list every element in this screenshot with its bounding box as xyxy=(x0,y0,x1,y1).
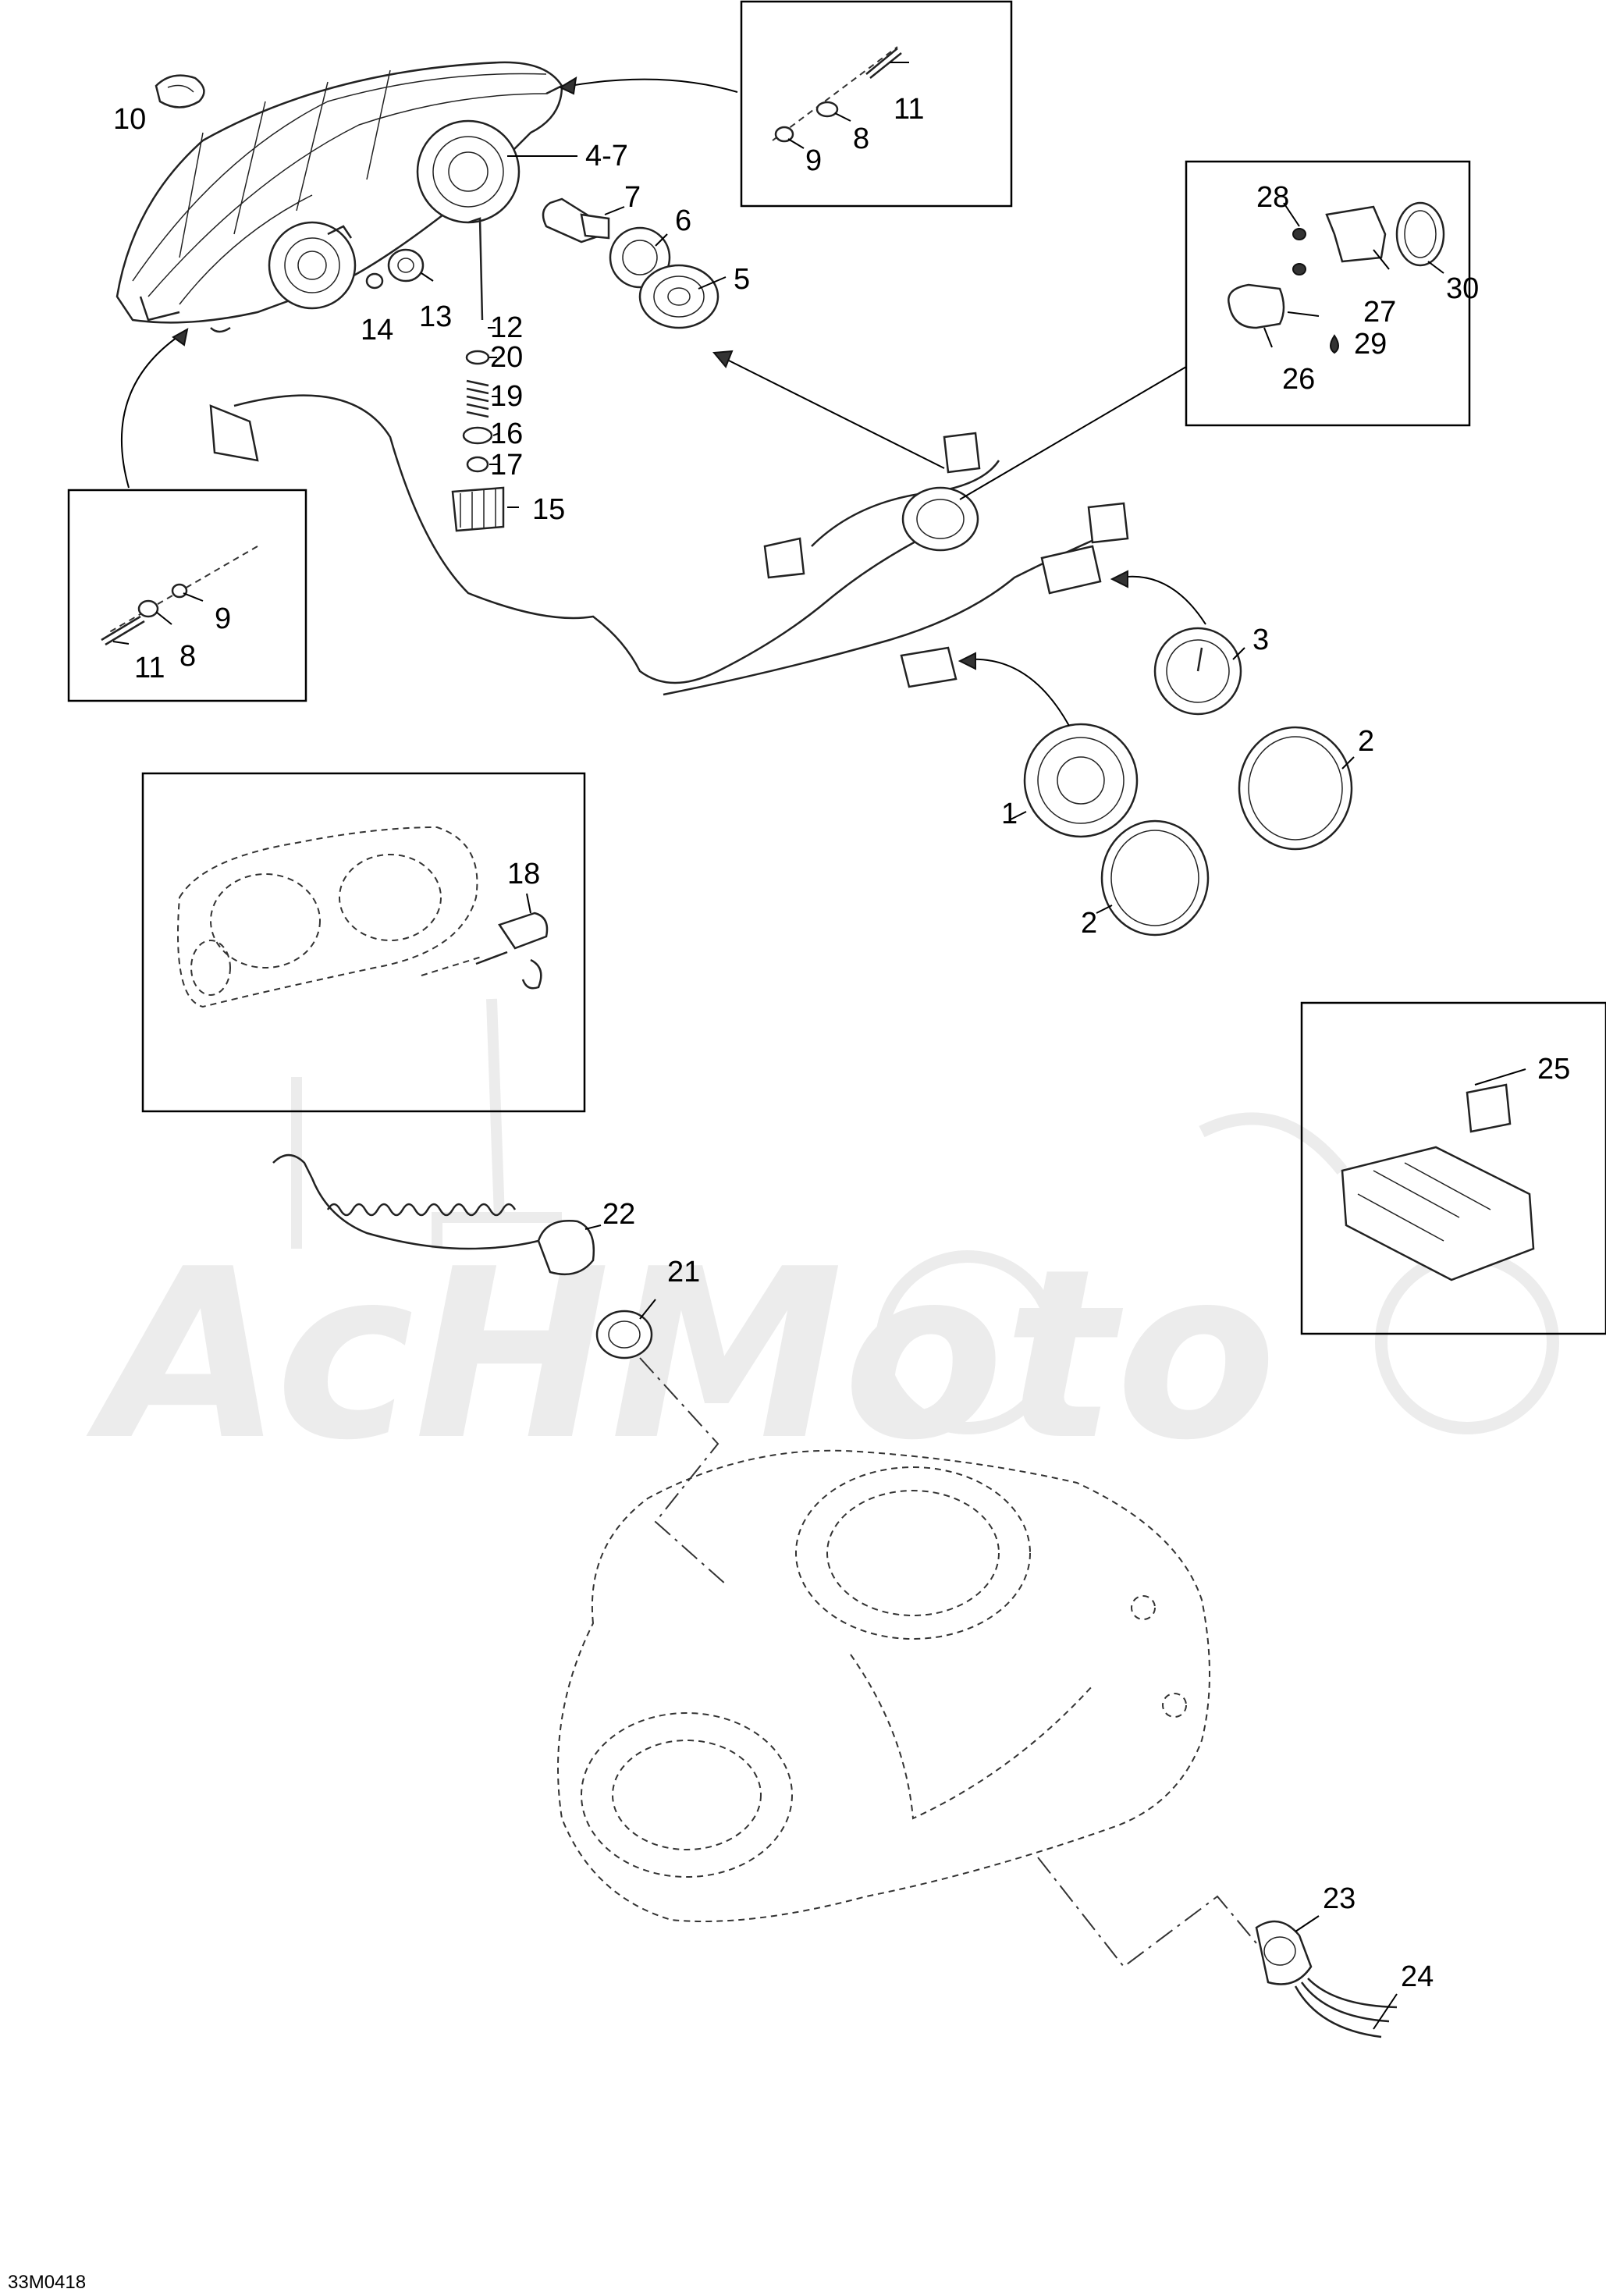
callout-11-top: 11 xyxy=(894,93,924,126)
part-21-ring xyxy=(595,1310,653,1359)
leader-lines xyxy=(112,62,1526,2030)
box-fasteners-left xyxy=(67,489,307,702)
callout-9-left: 9 xyxy=(215,602,231,635)
callout-7: 7 xyxy=(624,181,641,214)
part-1-gauge xyxy=(1023,723,1139,838)
part-28-nut xyxy=(1292,228,1306,240)
watermark: AcHMoto xyxy=(83,998,1559,1491)
callout-30: 30 xyxy=(1446,272,1479,305)
callout-13: 13 xyxy=(419,300,452,333)
callout-6: 6 xyxy=(675,204,691,237)
part-15-knob xyxy=(451,486,505,532)
callout-25: 25 xyxy=(1537,1053,1570,1086)
callout-3: 3 xyxy=(1252,624,1269,656)
headlight-assembly xyxy=(115,61,563,333)
part-30-ring xyxy=(1395,201,1445,267)
part-25-relay xyxy=(1466,1083,1512,1133)
part-18-switch xyxy=(498,912,549,950)
part-10-clip xyxy=(155,74,205,108)
callout-28: 28 xyxy=(1256,181,1289,214)
callout-23: 23 xyxy=(1323,1882,1356,1915)
callout-21: 21 xyxy=(667,1256,700,1288)
part-20-washer xyxy=(465,350,490,365)
callout-10: 10 xyxy=(113,103,146,136)
part-2-bezel-lower xyxy=(1100,819,1210,937)
part-13-grommet xyxy=(387,248,425,283)
callout-27: 27 xyxy=(1363,296,1396,329)
dash-panel-outline xyxy=(557,1357,1257,1968)
callout-18: 18 xyxy=(507,858,540,890)
callout-19: 19 xyxy=(490,380,523,413)
callout-2-upper: 2 xyxy=(1358,725,1374,758)
part-7-bulb xyxy=(542,197,610,243)
box-fasteners-top xyxy=(740,0,1013,208)
part-24-wires xyxy=(1294,1978,1398,2038)
part-2-bezel xyxy=(1238,726,1353,851)
callout-22: 22 xyxy=(602,1198,635,1231)
callout-12: 12 xyxy=(490,311,523,344)
callout-2-lower: 2 xyxy=(1081,907,1097,940)
part-26-sensor xyxy=(1228,283,1285,329)
wiring-harness xyxy=(209,350,1187,696)
part-22-cap xyxy=(537,1220,595,1276)
gauges xyxy=(958,570,1353,937)
adjuster-stack xyxy=(451,217,505,532)
callout-16: 16 xyxy=(490,418,523,450)
callout-labels: 1 2 2 3 4-7 5 6 7 8 8 9 9 10 11 11 12 13… xyxy=(113,93,1570,1993)
part-14-nut xyxy=(365,272,384,290)
box-fuse xyxy=(1300,1001,1606,1335)
part-27-bracket xyxy=(1325,205,1387,263)
fuse-box xyxy=(1341,1146,1535,1281)
callout-24: 24 xyxy=(1401,1960,1434,1993)
box-dash-cluster xyxy=(141,772,586,1113)
callout-9-top: 9 xyxy=(805,144,822,177)
part-29-drop-icon xyxy=(1330,334,1339,354)
callout-8-top: 8 xyxy=(853,123,869,155)
callout-4-7: 4-7 xyxy=(585,140,628,172)
watermark-church-icon xyxy=(291,998,562,1249)
part-23-switch xyxy=(1255,1920,1313,1985)
callout-26: 26 xyxy=(1282,363,1315,396)
watermark-text: AcHMoto xyxy=(83,1219,1277,1491)
callout-11-left: 11 xyxy=(134,652,165,684)
box-sensor-parts xyxy=(1185,160,1471,427)
callout-14: 14 xyxy=(361,314,393,347)
callout-15: 15 xyxy=(532,493,565,526)
callout-17: 17 xyxy=(490,449,523,482)
part-17-nut xyxy=(466,456,489,473)
part-5-boot xyxy=(638,264,720,329)
drawing-code: 33M0418 xyxy=(8,2272,86,2293)
callout-1: 1 xyxy=(1001,798,1018,830)
callout-29: 29 xyxy=(1354,328,1387,361)
callout-5: 5 xyxy=(734,263,750,296)
part-19-spring xyxy=(466,379,489,418)
part-16-washer xyxy=(462,426,493,445)
callout-8-left: 8 xyxy=(179,640,196,673)
tether-cord xyxy=(272,1153,653,1359)
callout-20: 20 xyxy=(490,341,523,374)
